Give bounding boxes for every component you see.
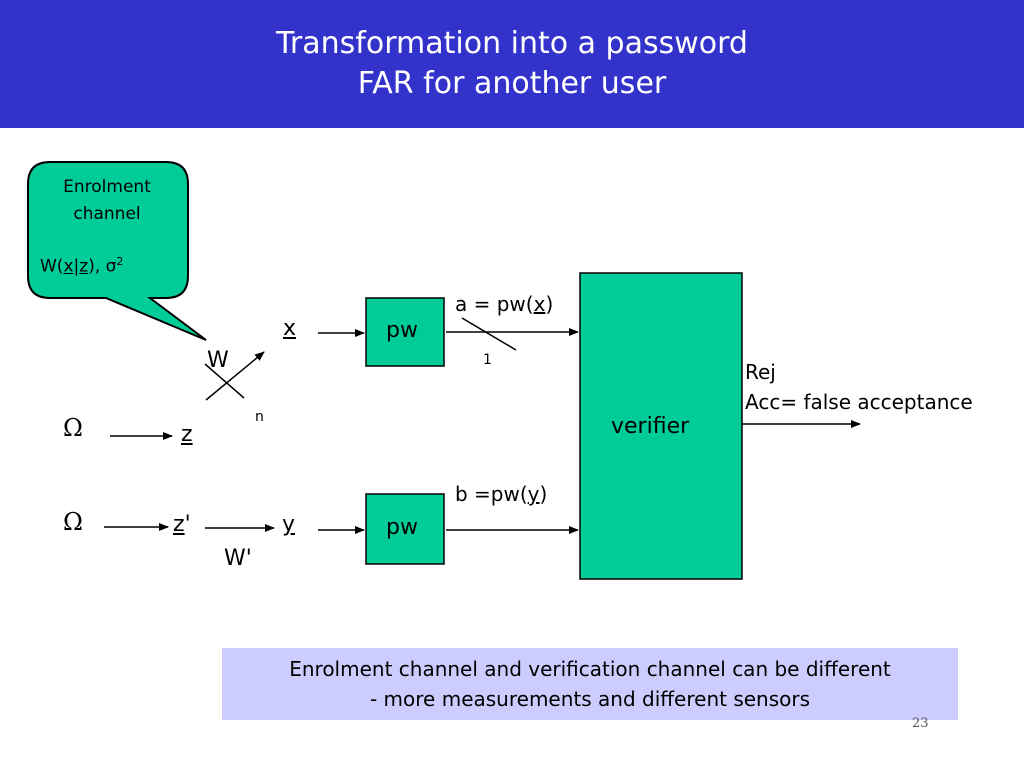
- note-box: Enrolment channel and verification chann…: [222, 648, 958, 720]
- bubble-formula: W(x|z), σ2: [40, 255, 123, 277]
- b-formula-prefix: b =pw(: [455, 482, 528, 506]
- b-formula-var: y: [527, 482, 540, 506]
- pw-bottom-label: pw: [386, 515, 418, 540]
- note-line-2: - more measurements and different sensor…: [369, 687, 811, 711]
- pw-box-bottom: [365, 493, 445, 565]
- slide-title-line-1: Transformation into a password: [276, 26, 748, 61]
- omega-bottom: Ω: [63, 508, 83, 536]
- bubble-formula-suffix: ), σ: [88, 256, 117, 277]
- slide-header: Transformation into a password FAR for a…: [0, 0, 1024, 128]
- a-formula-suffix: ): [545, 292, 554, 316]
- n-label: n: [255, 409, 264, 425]
- channel-line-up: [205, 351, 265, 401]
- note-line-1: Enrolment channel and verification chann…: [289, 657, 891, 681]
- pw-top-label: pw: [386, 318, 418, 343]
- channel-line-down: [204, 363, 245, 399]
- slash-mark: [461, 317, 517, 351]
- a-formula-prefix: a = pw(: [455, 292, 534, 316]
- enrolment-channel-bubble: [27, 161, 207, 341]
- x-label: x: [283, 316, 297, 341]
- omega-top: Ω: [63, 414, 83, 442]
- b-formula-suffix: ): [539, 482, 548, 506]
- bubble-formula-z: z: [79, 256, 89, 277]
- bubble-line-2: channel: [73, 204, 141, 224]
- a-formula-var: x: [533, 292, 546, 316]
- w-prime-label: W': [224, 546, 252, 571]
- b-formula: b =pw(y): [455, 482, 547, 506]
- z-prime-mark: ': [184, 512, 191, 537]
- z-prime-group: z': [173, 512, 191, 537]
- verifier-box: [579, 272, 743, 580]
- slide-title-line-2: FAR for another user: [357, 66, 667, 101]
- z-prime-label: z: [173, 512, 185, 537]
- page-number: 23: [912, 716, 929, 731]
- pw-box-top: [365, 297, 445, 367]
- y-label: y: [282, 512, 296, 537]
- verifier-label: verifier: [611, 414, 690, 439]
- acc-label: Acc= false acceptance: [745, 390, 973, 414]
- bubble-formula-sup: 2: [116, 255, 124, 268]
- one-label: 1: [483, 352, 492, 368]
- w-label: W: [207, 348, 229, 373]
- bubble-formula-sep: |: [73, 256, 80, 277]
- a-formula: a = pw(x): [455, 292, 553, 316]
- bubble-formula-prefix: W(: [40, 256, 64, 277]
- bubble-formula-x: x: [63, 256, 74, 277]
- rej-label: Rej: [745, 360, 776, 384]
- bubble-label: Enrolment channel: [28, 174, 186, 228]
- z-label: z: [181, 422, 193, 447]
- bubble-line-1: Enrolment: [63, 177, 151, 197]
